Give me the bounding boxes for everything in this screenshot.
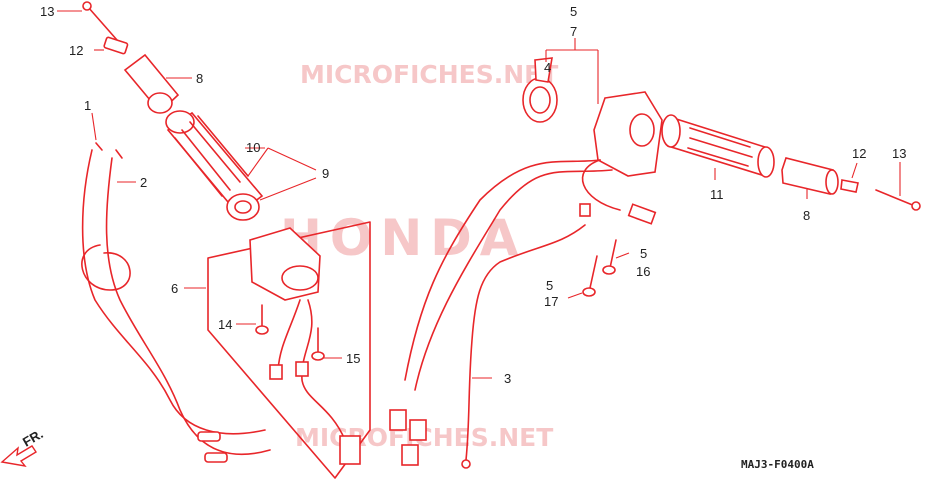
screw-17-part	[582, 255, 598, 297]
right-end-weight-part	[781, 157, 839, 195]
callout-11: 11	[710, 187, 724, 202]
screw-14-part	[255, 304, 269, 335]
throttle-pulley-part	[522, 57, 558, 123]
screw-15-part	[311, 327, 325, 361]
callout-8-right: 8	[803, 208, 810, 223]
callout-17: 17	[544, 294, 558, 309]
callout-12-left: 12	[69, 43, 83, 58]
callout-7: 7	[570, 24, 577, 39]
callout-1: 1	[84, 98, 91, 113]
callout-4: 4	[544, 60, 551, 75]
callout-5-low: 5	[546, 278, 553, 293]
right-switch-housing-part	[389, 91, 663, 466]
clutch-cable-part	[81, 142, 271, 463]
front-direction-arrow-icon: FR.	[0, 426, 46, 468]
callout-12-right: 12	[852, 146, 866, 161]
callout-5-top: 5	[570, 4, 577, 19]
watermark-site-top: MICROFICHES.NET	[300, 60, 558, 89]
callout-13-right: 13	[892, 146, 906, 161]
callout-10: 10	[246, 140, 260, 155]
throttle-grip-part	[661, 114, 775, 178]
leader-lines	[57, 10, 901, 379]
right-bolt-part	[875, 189, 921, 211]
callout-14: 14	[218, 317, 232, 332]
screw-16-part	[602, 239, 617, 275]
left-end-weight-part	[123, 53, 180, 114]
callout-3: 3	[504, 371, 511, 386]
diagram-code: MAJ3-F0400A	[741, 458, 814, 471]
callout-13-left: 13	[40, 4, 54, 19]
throttle-cable-part	[461, 203, 591, 469]
front-label: FR.	[20, 426, 46, 449]
left-bolt-part	[82, 1, 118, 41]
callout-5-mid: 5	[640, 246, 647, 261]
callout-6: 6	[171, 281, 178, 296]
callout-16: 16	[636, 264, 650, 279]
callout-8-left: 8	[196, 71, 203, 86]
callout-9: 9	[322, 166, 329, 181]
callout-2: 2	[140, 175, 147, 190]
right-washer-part	[840, 179, 859, 193]
callout-15: 15	[346, 351, 360, 366]
left-grip-part	[165, 110, 264, 221]
left-washer-part	[103, 36, 129, 55]
left-switch-housing-part	[207, 221, 371, 479]
